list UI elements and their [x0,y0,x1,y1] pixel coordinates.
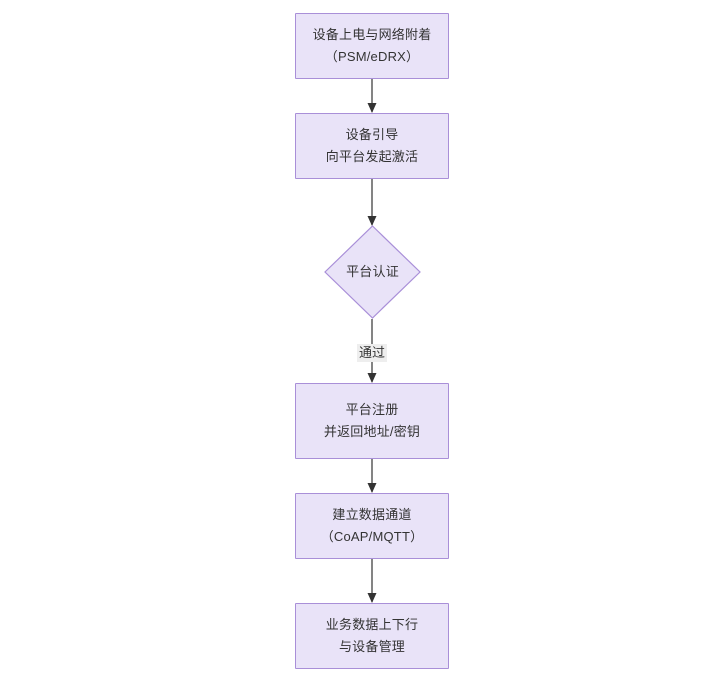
node-business-data-line-2: 与设备管理 [338,639,405,654]
node-bootstrap[interactable]: 设备引导 向平台发起激活 [295,113,449,179]
node-data-channel[interactable]: 建立数据通道 （CoAP/MQTT） [295,493,449,559]
edge-label-pass: 通过 [356,344,388,362]
node-platform-register-line-2: 并返回地址/密钥 [323,424,421,439]
node-bootstrap-line-1: 设备引导 [345,127,399,142]
node-bootstrap-line-2: 向平台发起激活 [325,149,419,164]
node-data-channel-line-2: （CoAP/MQTT） [320,529,424,544]
node-power-on-line-2: （PSM/eDRX） [324,49,420,64]
diamond-shape [324,225,421,319]
node-power-on[interactable]: 设备上电与网络附着 （PSM/eDRX） [295,13,449,79]
node-data-channel-line-1: 建立数据通道 [332,507,412,522]
node-business-data[interactable]: 业务数据上下行 与设备管理 [295,603,449,669]
node-platform-auth[interactable]: 平台认证 [324,225,421,319]
node-platform-auth-label: 平台认证 [346,264,399,279]
node-platform-register-line-1: 平台注册 [345,402,399,417]
node-business-data-line-1: 业务数据上下行 [325,617,419,632]
node-platform-register[interactable]: 平台注册 并返回地址/密钥 [295,383,449,459]
node-power-on-line-1: 设备上电与网络附着 [312,27,432,42]
